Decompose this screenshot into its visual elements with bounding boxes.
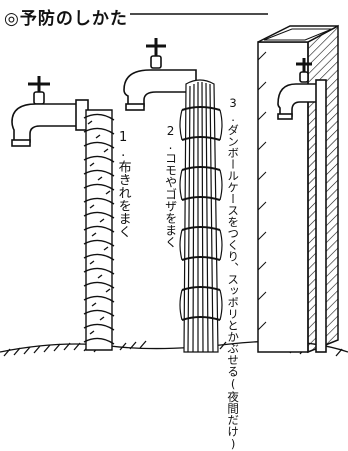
faucet-1: [12, 76, 88, 146]
method-1-text: 布きれをまく: [116, 160, 131, 238]
straw-mat-wrap: [180, 80, 222, 352]
method-1-label: 1.布きれをまく: [116, 130, 130, 238]
method-3-label: 3.ダンボールケースをつくり、スッポリとかぶせる(夜間だけ): [227, 96, 239, 451]
method-3-line1: ダンボールケースをつくり、スッ: [226, 124, 240, 297]
method-2-text: コモやゴザをまく: [164, 152, 178, 248]
method-2-label: 2.コモやゴザをまく: [164, 124, 177, 248]
method-2-number: 2.: [164, 124, 178, 152]
method-3-line2: ポリとかぶせる(夜間だけ): [226, 297, 240, 451]
faucet-2: [124, 38, 196, 110]
method-3-number: 3.: [226, 96, 240, 124]
rope-wrapped-pipe: [84, 110, 114, 350]
page-title: ◎予防のしかた: [4, 4, 130, 29]
method-1-number: 1.: [116, 130, 131, 160]
